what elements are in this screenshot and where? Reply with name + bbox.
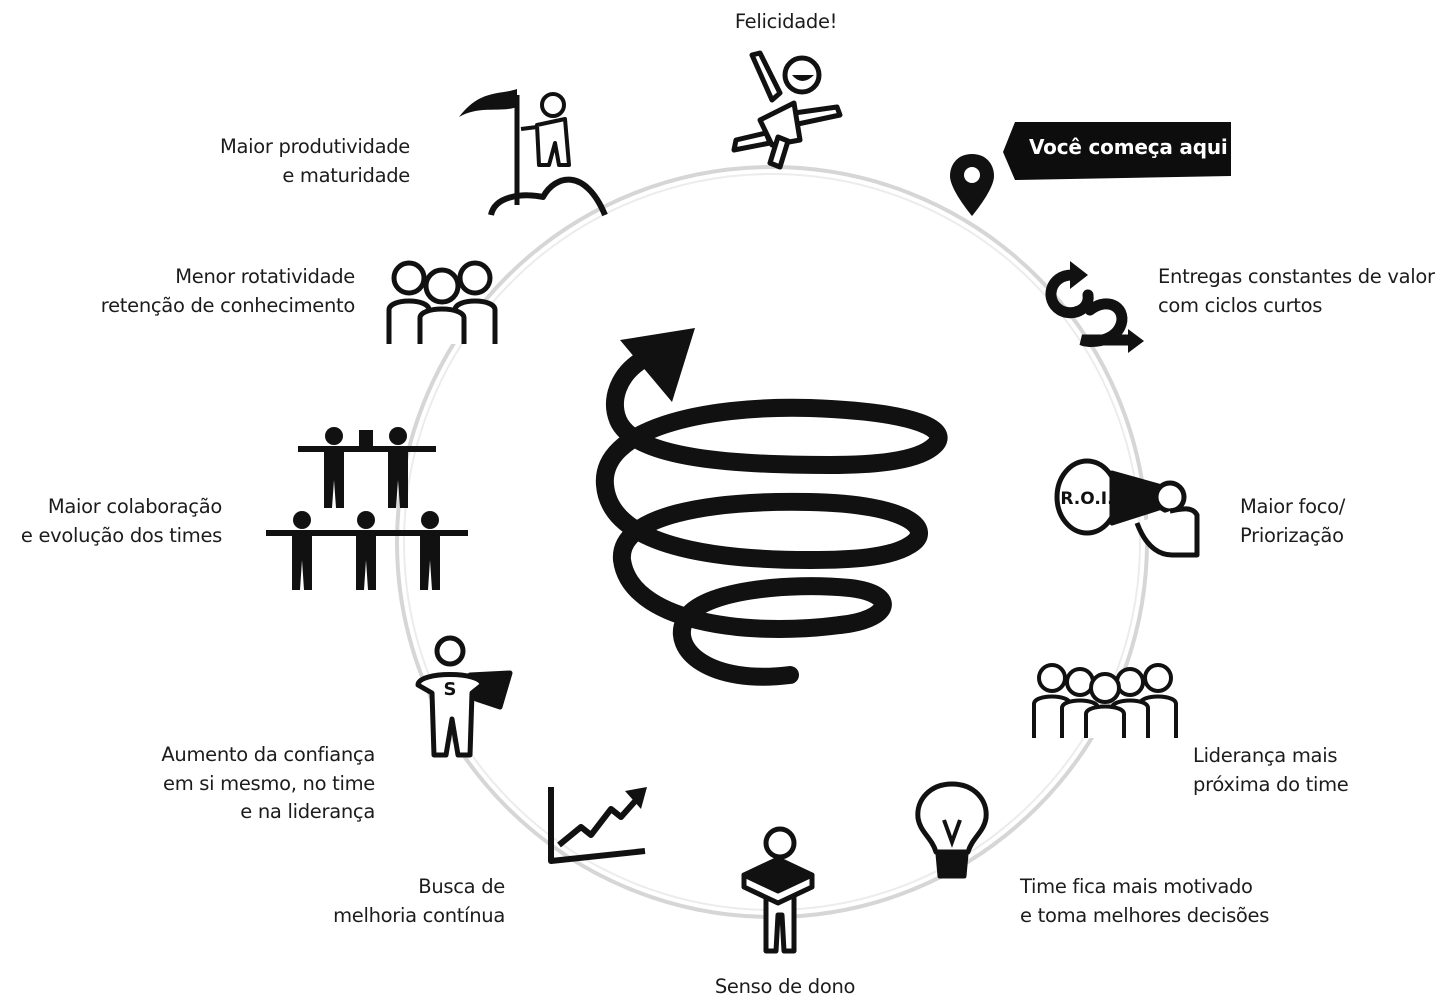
label-melhoria: Busca de melhoria contínua [333,875,505,927]
location-pin-icon [948,152,996,218]
team-of-three-icon [385,258,500,346]
group-of-people-icon [1030,660,1180,740]
happy-jumping-person-icon [722,45,852,170]
label-motivado: Time fica mais motivado e toma melhores … [1020,875,1270,927]
label-foco: Maior foco/ Priorização [1240,495,1346,547]
superhero-icon: S [410,635,515,760]
svg-text:S: S [444,679,457,700]
cycle-arrows-icon [1030,255,1150,360]
lightbulb-icon [910,780,995,885]
label-entregas: Entregas constantes de valor com ciclos … [1158,265,1435,317]
flag-on-summit-icon [455,85,615,220]
label-colaboracao: Maior colaboração e evolução dos times [20,495,222,547]
label-produtividade: Maior produtividade e maturidade [220,135,410,187]
roi-megaphone-icon: R.O.I. [1052,455,1202,565]
human-pyramid-icon [264,420,469,595]
label-confianca: Aumento da confiança em si mesmo, no tim… [161,743,375,823]
label-felicidade: Felicidade! [734,10,838,33]
label-dono: Senso de dono [714,975,856,998]
label-rotatividade: Menor rotatividade retenção de conhecime… [100,265,356,317]
start-badge-text: Você começa aqui [1029,135,1228,159]
spiral-arrow-icon [590,320,970,700]
rising-chart-icon [545,785,650,870]
label-lideranca: Liderança mais próxima do time [1193,744,1349,796]
person-holding-box-icon [738,825,818,955]
svg-text:R.O.I.: R.O.I. [1060,489,1113,509]
start-badge: Você começa aqui [1003,118,1231,184]
